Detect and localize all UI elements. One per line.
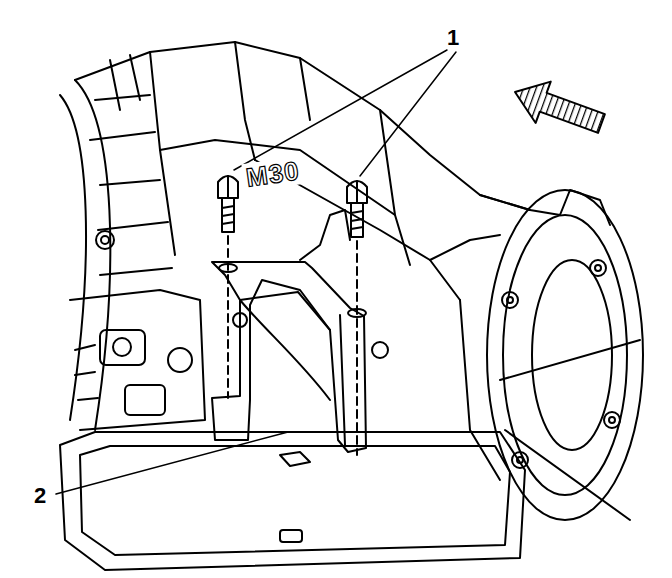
bolt-path [227,236,229,398]
oil-pan [60,432,525,570]
leader-line [234,50,447,170]
leader-line [360,52,456,176]
case-outline [75,42,530,210]
bolt [347,181,367,237]
bolt-path [356,241,358,455]
rear-flange [487,190,643,520]
cast-marking: M30 [241,156,304,192]
transmission-bracket [212,262,366,452]
callout-number: 2 [34,485,46,507]
leader-line [56,432,288,494]
bolt [218,176,238,232]
callout-number: 1 [447,27,459,49]
bell-housing [60,95,86,420]
front-arrow [507,71,609,144]
